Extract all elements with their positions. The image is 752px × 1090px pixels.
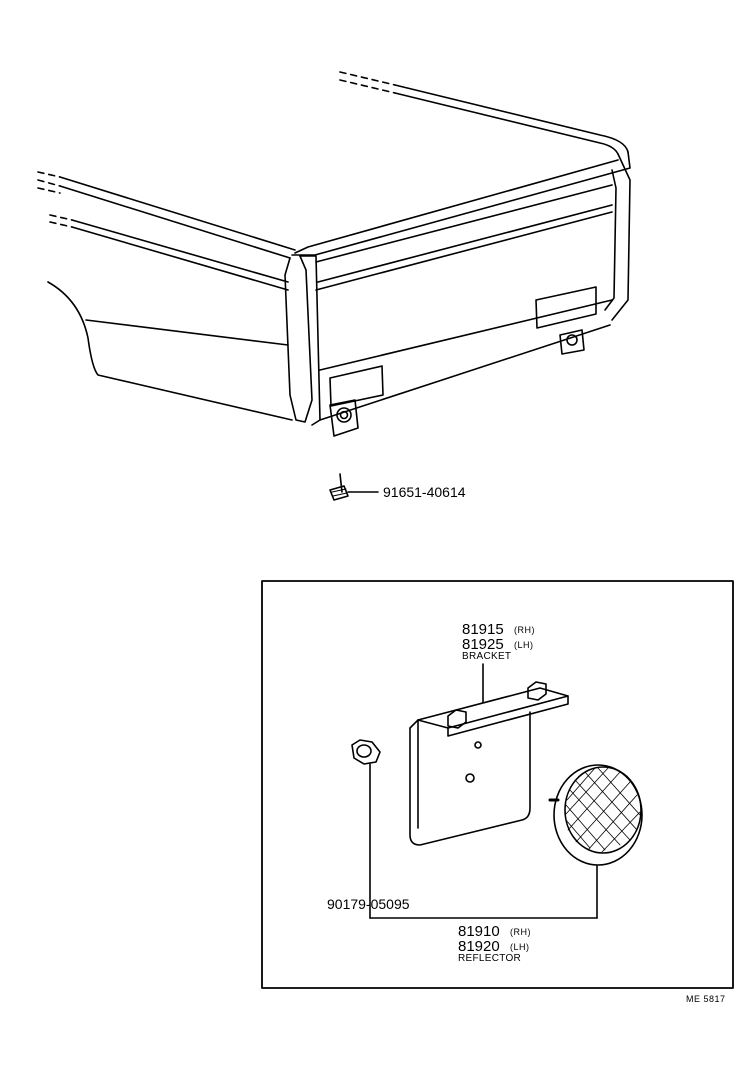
bracket-part-number-rh: 81915 [462,621,504,638]
bracket-side-rh: (RH) [514,625,535,635]
truck-bed-illustration [37,71,631,437]
bracket-icon [409,663,569,846]
nut-icon [351,739,381,765]
reflector-part-number-lh: 81920 [458,938,500,955]
bolt-part-number: 91651-40614 [383,484,466,500]
bracket-part-number-lh: 81925 [462,636,504,653]
bolt-icon [329,473,349,501]
reflector-side-rh: (RH) [510,927,531,937]
reflector-icon [548,764,643,866]
nut-part-number: 90179-05095 [327,896,410,912]
bracket-part-name: BRACKET [462,651,512,662]
reflector-part-name: REFLECTOR [458,953,522,964]
reflector-part-number-rh: 81910 [458,923,500,940]
figure-code: ME 5817 [686,994,726,1004]
bracket-side-lh: (LH) [514,640,534,650]
detail-frame [261,580,734,989]
reflector-side-lh: (LH) [510,942,530,952]
